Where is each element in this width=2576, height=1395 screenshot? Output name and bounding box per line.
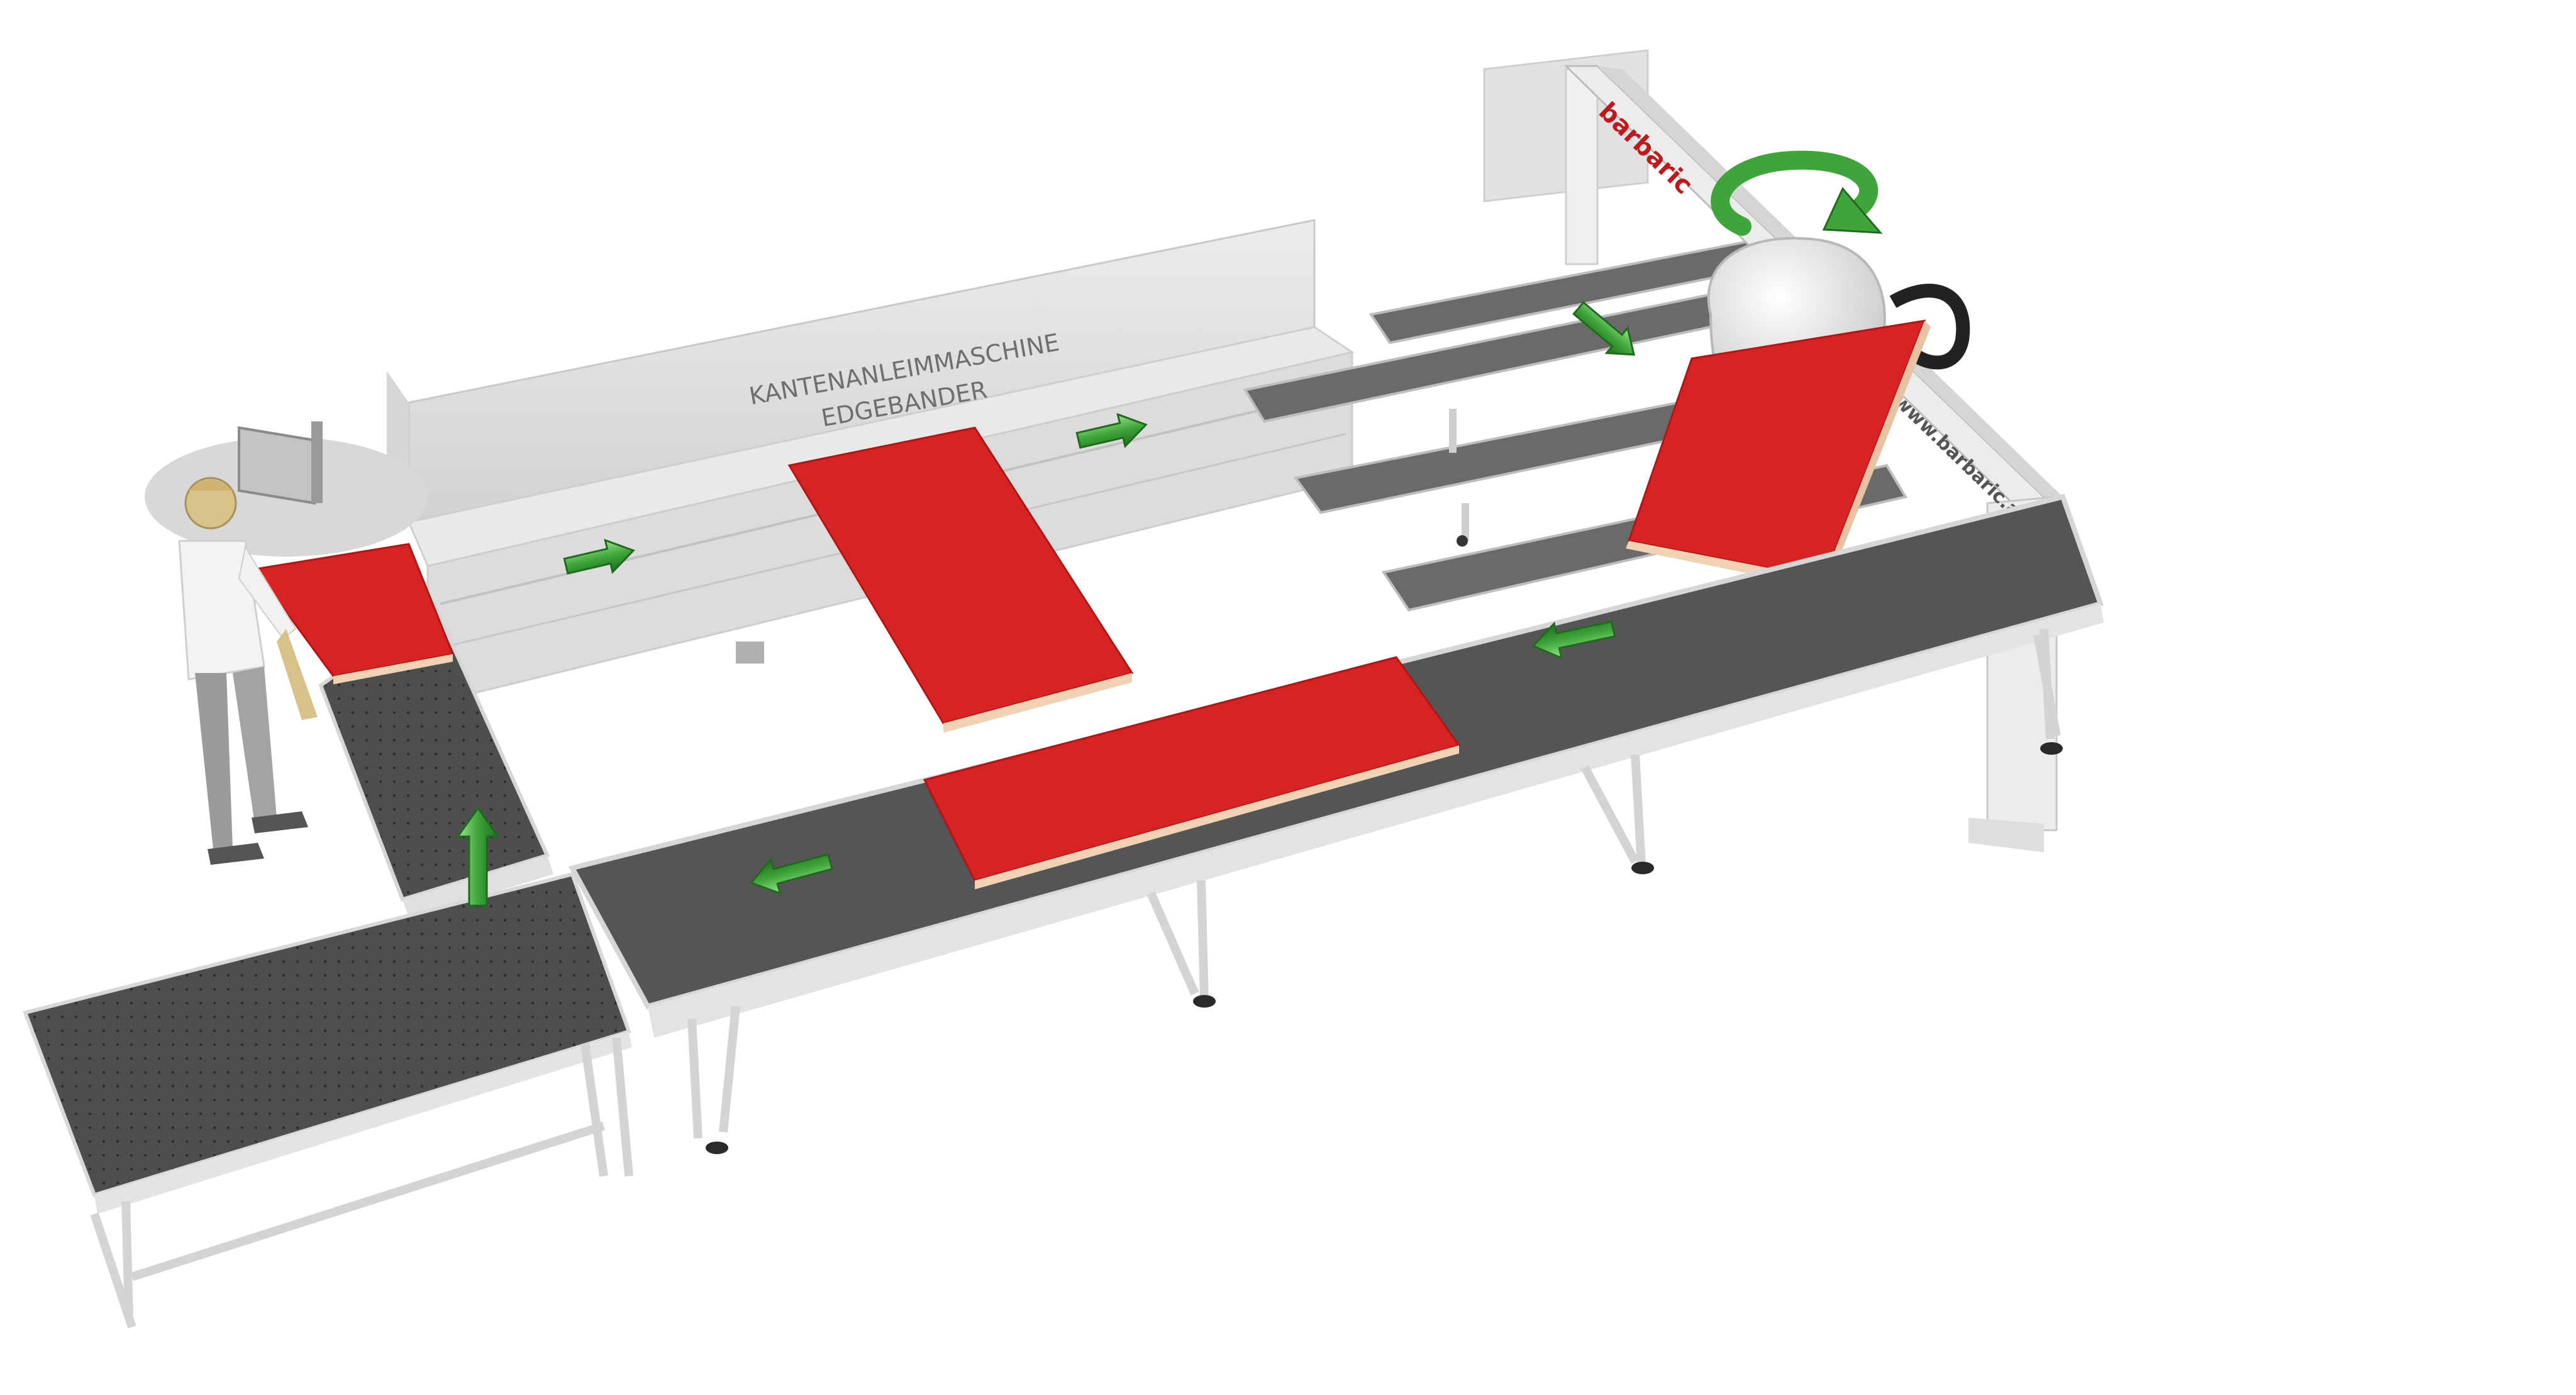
panel-in-edgebander <box>787 426 1134 733</box>
flow-arrow-icon <box>749 853 833 895</box>
flow-arrow-icon <box>1531 620 1616 660</box>
robot-head <box>1626 236 1970 588</box>
flow-arrow-icon <box>1572 301 1636 356</box>
rotation-arrow-icon <box>1711 150 1879 236</box>
flow-arrow-icon <box>1075 413 1148 449</box>
buffer-table <box>23 872 633 1329</box>
flow-arrow-icon <box>563 538 635 575</box>
panel-operator <box>253 543 455 684</box>
panel-on-return <box>923 656 1461 889</box>
flow-arrows <box>456 150 1883 907</box>
flow-arrow-icon <box>456 806 500 907</box>
panels <box>253 426 1461 889</box>
control-monitor <box>145 421 428 557</box>
monitor-icon <box>238 426 316 505</box>
operator-figure <box>178 477 318 865</box>
